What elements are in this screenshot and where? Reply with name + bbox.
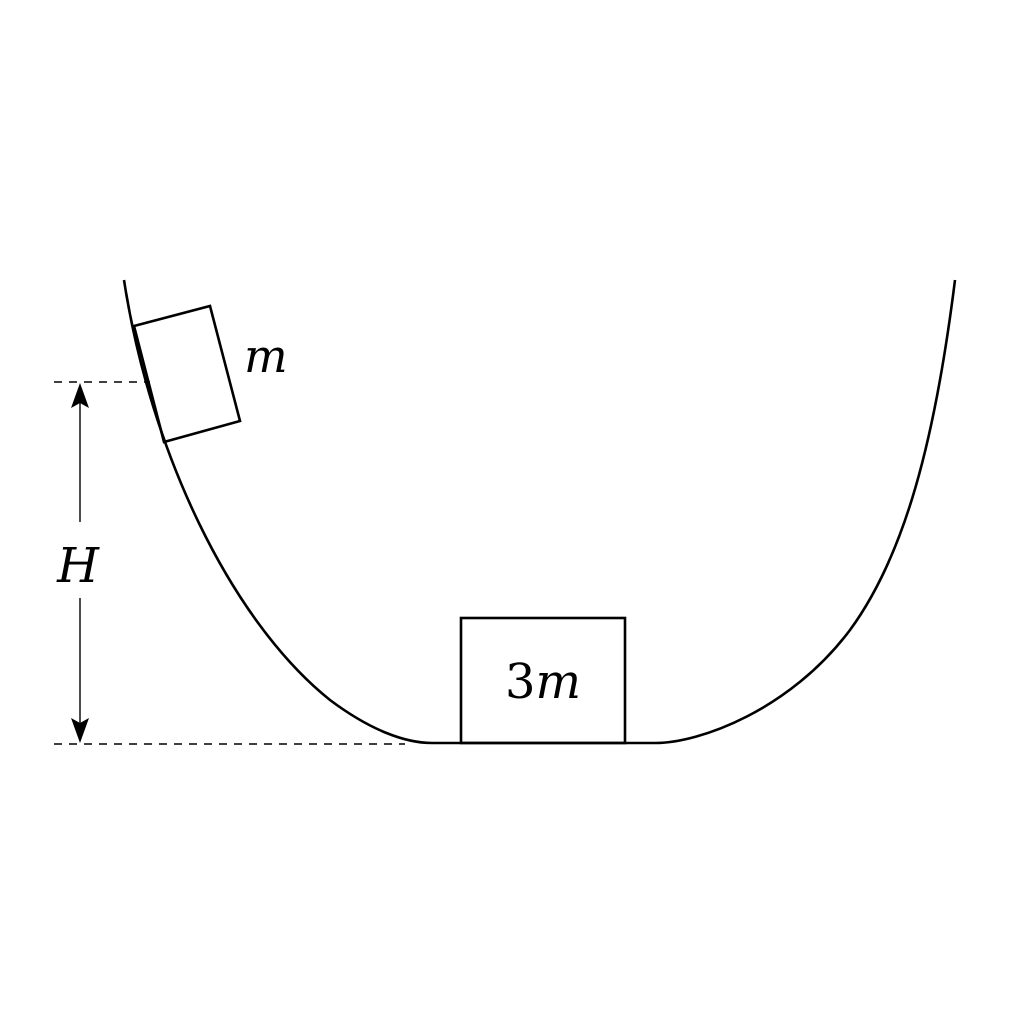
large-block-coefficient: 3 — [505, 654, 536, 710]
large-block-label: 3m — [505, 654, 581, 710]
height-arrow-up-head — [71, 383, 89, 408]
small-block-label: m — [244, 329, 288, 383]
large-block — [459, 616, 627, 745]
small-block — [132, 304, 242, 444]
large-block-variable: m — [536, 654, 582, 710]
curved-track — [122, 279, 957, 745]
height-label: H — [56, 538, 100, 594]
height-arrow-down-head — [71, 718, 89, 743]
